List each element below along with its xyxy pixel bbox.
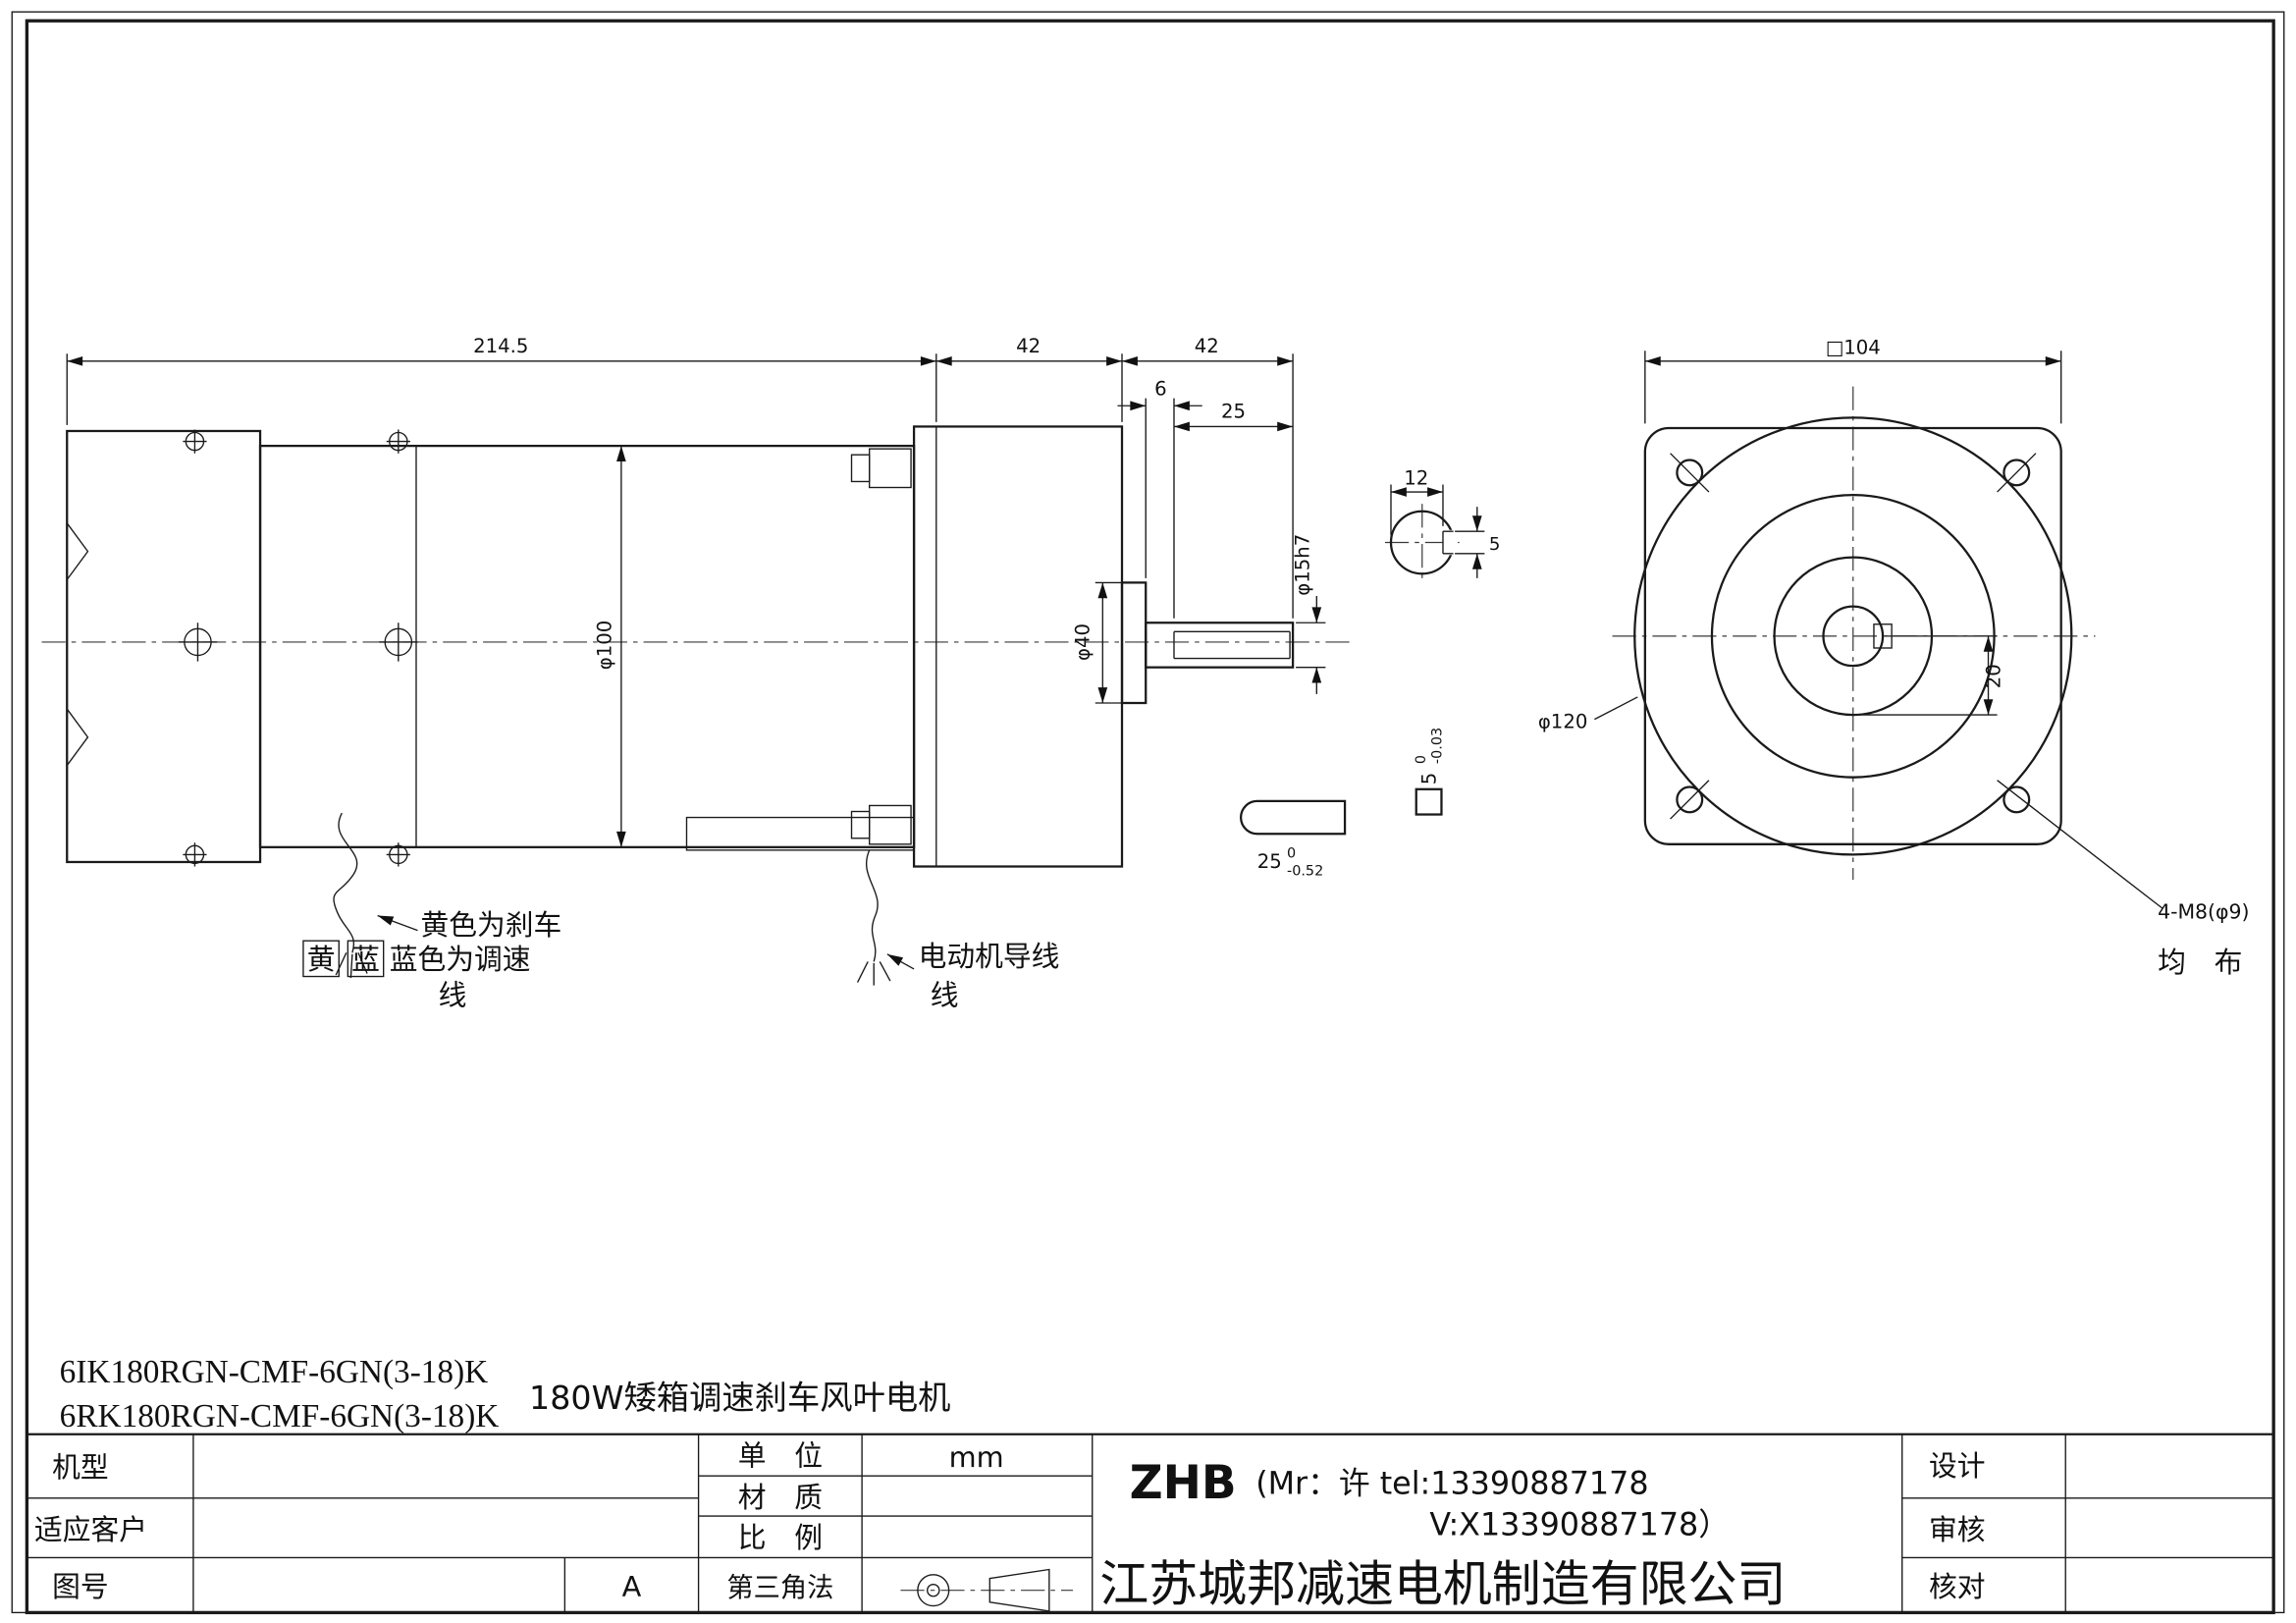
title-block: 机型 适应客户 图号 A 单 位 mm 材 质 比 例 第三角法 ZHB (Mr… [27, 1433, 2274, 1613]
label-wire-suffix: 线 [439, 978, 467, 1011]
note-model-1: 6IK180RGN-CMF-6GN(3-18)K [60, 1354, 489, 1390]
dim-overall-length: 214.5 [473, 335, 528, 357]
note-title: 180W矮箱调速刹车风叶电机 [529, 1379, 950, 1417]
dim-shaft-length: 42 [1195, 335, 1219, 357]
front-view: □104 20 φ120 4-M8(φ9) 均 布 [1538, 336, 2250, 979]
tb-unit-value: mm [949, 1440, 1004, 1474]
dim-key-length: 25 [1221, 400, 1246, 422]
tb-projection-label: 第三角法 [726, 1573, 833, 1603]
dim-flange-diameter: φ120 [1538, 711, 1587, 733]
holes-callout: 4-M8(φ9) [2158, 899, 2249, 923]
label-brake-wire: 黄色为刹车 [421, 908, 562, 942]
dim-section-depth: 5 [1489, 534, 1501, 555]
tb-scale-label: 比 例 [738, 1521, 823, 1554]
brake-speed-wire [333, 812, 368, 979]
label-motor-wire: 电动机导线 [919, 940, 1060, 973]
dim-shaft-diameter: φ15h7 [1292, 534, 1314, 596]
screw-icon [178, 429, 418, 867]
tb-unit-label: 单 位 [738, 1439, 823, 1473]
key-length-tol-upper: 0 [1287, 845, 1296, 861]
flange-holes [1676, 459, 2031, 814]
tb-material-label: 材 质 [738, 1481, 823, 1514]
motor-lead-wire [856, 849, 891, 986]
dim-center-offset: 20 [1983, 664, 2005, 688]
tb-company: 江苏城邦减速电机制造有限公司 [1099, 1555, 1786, 1612]
tb-model-label: 机型 [52, 1451, 109, 1485]
dim-body-diameter: φ100 [593, 621, 615, 670]
tb-contact-line1: (Mr：许 tel:13390887178 [1255, 1466, 1648, 1501]
dim-gearbox-width: 42 [1016, 335, 1041, 357]
tb-revision: A [622, 1570, 642, 1603]
key-section-detail: 5 0 -0.03 [1414, 728, 1445, 816]
tb-design-label: 设计 [1929, 1449, 1986, 1483]
side-view-dimensions: 214.5 42 42 6 25 φ40 φ100 φ15h7 [66, 335, 1326, 847]
holes-note: 均 布 [2158, 946, 2242, 979]
note-model-2: 6RK180RGN-CMF-6GN(3-18)K [60, 1398, 500, 1434]
key-width-tol-upper: 0 [1414, 755, 1429, 764]
third-angle-symbol-icon [900, 1568, 1074, 1612]
key-length-value: 25 [1257, 850, 1282, 873]
dim-key-offset: 6 [1154, 378, 1167, 401]
tb-review-label: 审核 [1929, 1513, 1986, 1546]
sheet-frame [11, 11, 2285, 1615]
tb-brand: ZHB [1130, 1456, 1237, 1510]
label-blue: 蓝 [351, 943, 380, 976]
tb-customer-label: 适应客户 [34, 1513, 147, 1546]
shaft-section-detail: 12 5 [1384, 466, 1501, 581]
key-width-value: 5 [1417, 773, 1440, 785]
label-motor-wire-suffix: 线 [931, 978, 959, 1011]
wire-labels: 黄色为刹车 黄 蓝 蓝色为调速 线 电动机导线 线 [302, 908, 1060, 1011]
key-width-tol-lower: -0.03 [1429, 728, 1445, 764]
label-speed-wire: 蓝色为调速 [390, 943, 531, 976]
dim-boss-diameter: φ40 [1072, 623, 1095, 661]
key-length-tol-lower: -0.52 [1287, 864, 1323, 880]
key-detail: 25 0 -0.52 [1239, 799, 1347, 880]
side-view [41, 425, 1356, 986]
tb-drawingno-label: 图号 [52, 1570, 109, 1603]
model-notes: 6IK180RGN-CMF-6GN(3-18)K 6RK180RGN-CMF-6… [60, 1354, 951, 1434]
label-yellow: 黄 [307, 943, 336, 976]
tb-contact-line2: V:X13390887178） [1429, 1508, 1730, 1543]
dim-square: □104 [1826, 336, 1881, 358]
tb-check-label: 核对 [1929, 1570, 1986, 1603]
dim-section-width: 12 [1404, 466, 1428, 489]
